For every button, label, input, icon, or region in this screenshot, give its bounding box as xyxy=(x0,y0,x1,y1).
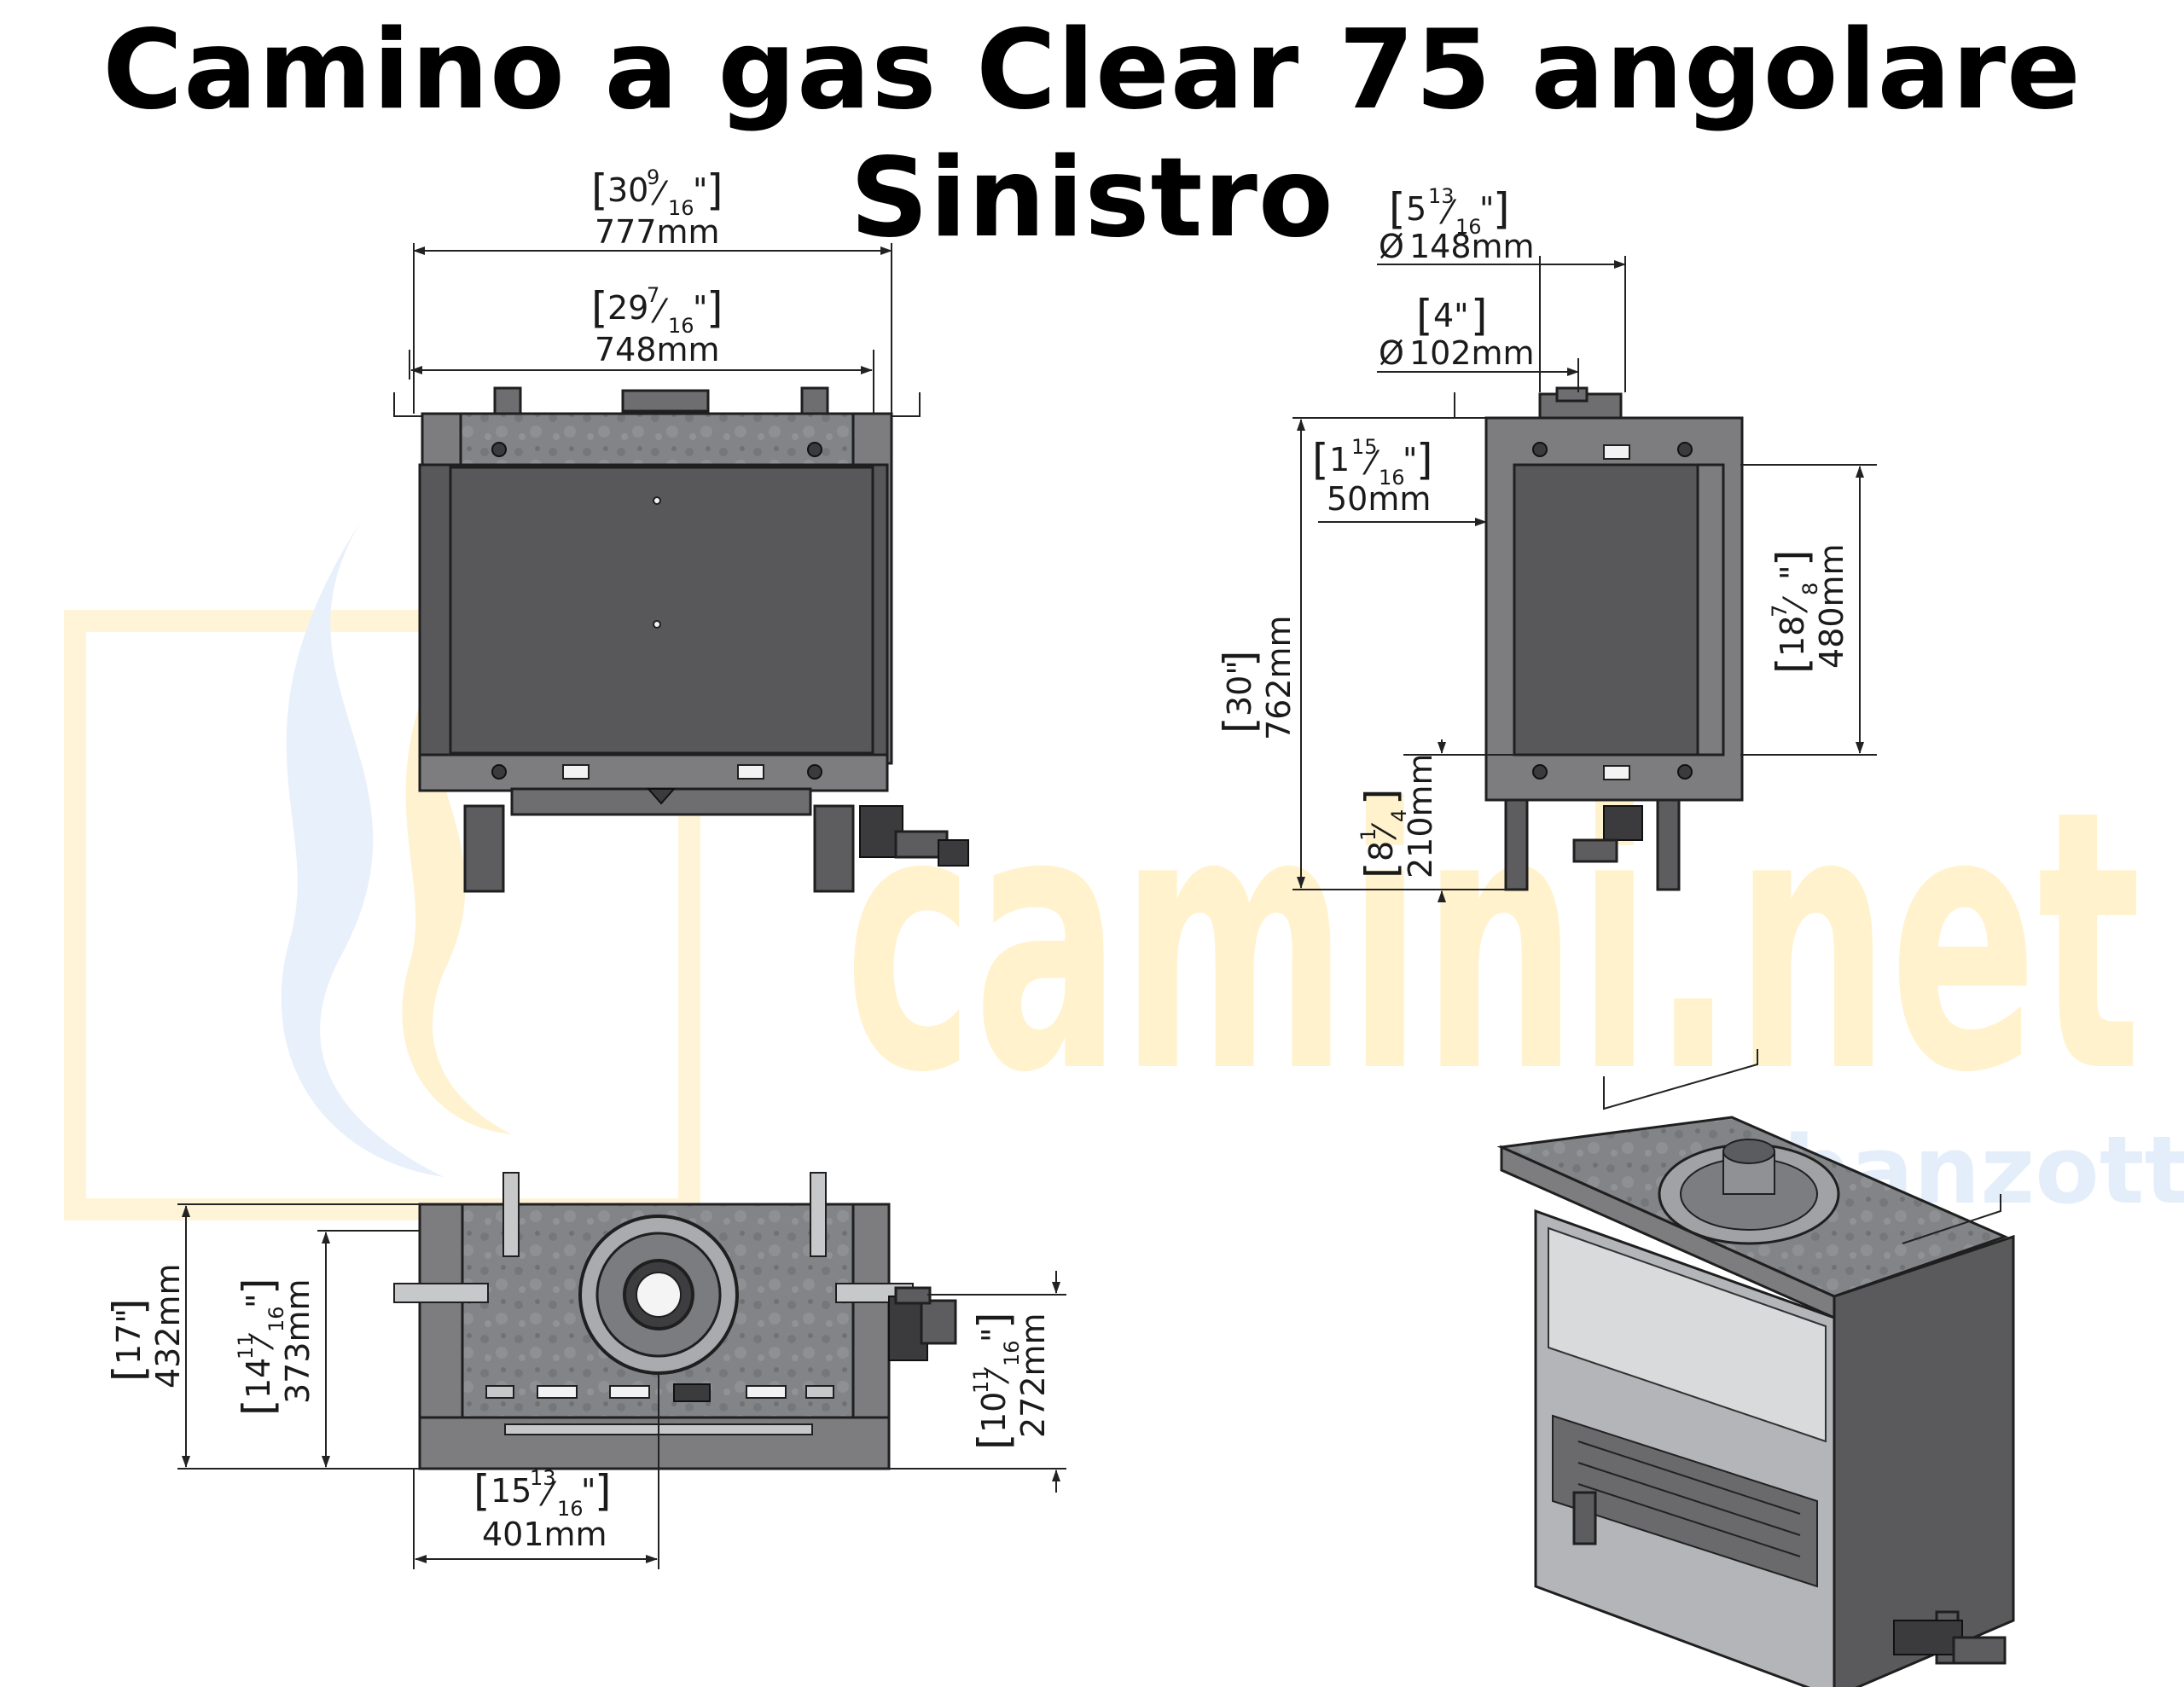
dim-flue-width-den: 16 xyxy=(557,1497,584,1521)
front-view: [ 30 9 ⁄ 16 " ] 777mm [ 29 7 ⁄ 16 " ] 74… xyxy=(393,165,969,893)
dim-glass-width-den: 16 xyxy=(668,314,694,338)
svg-text:]: ] xyxy=(706,165,723,215)
svg-text:[: [ xyxy=(104,1365,154,1382)
dim-depth-mm: 432mm xyxy=(149,1263,187,1388)
dim-glass-height-den: 8 xyxy=(1798,583,1822,595)
dim-base-height-mm: 210mm xyxy=(1402,753,1439,878)
svg-text:[: [ xyxy=(1389,184,1406,234)
dim-glass-width-num: 7 xyxy=(647,283,659,307)
dim-flue-depth-den: 16 xyxy=(1000,1340,1024,1366)
watermark-brand: camini.net xyxy=(845,734,2141,1151)
dim-base-height-inch: 8 xyxy=(1362,841,1400,861)
dim-total-height-mm: 762mm xyxy=(1260,615,1298,740)
dim-base-height-num: 1 xyxy=(1356,828,1380,841)
dim-inner-depth-num: 11 xyxy=(234,1333,258,1359)
page-title: Camino a gas Clear 75 angolare Sinistro xyxy=(102,7,2082,262)
svg-text:[: [ xyxy=(1312,435,1329,484)
dim-total-height-inch: 30" xyxy=(1221,660,1258,716)
dim-flue-outer-den: 16 xyxy=(1455,215,1482,239)
svg-text:[: [ xyxy=(591,165,608,215)
inch-mark: " xyxy=(693,289,707,327)
inch-mark: " xyxy=(1479,190,1494,228)
svg-text:]: ] xyxy=(1215,650,1264,667)
dim-glass-width-inch: 29 xyxy=(607,289,648,327)
dim-flue-offset-den: 16 xyxy=(1379,466,1405,490)
svg-text:]: ] xyxy=(1416,435,1433,484)
inch-mark: " xyxy=(581,1472,595,1510)
dim-flue-depth-mm: 272mm xyxy=(1014,1313,1052,1438)
dim-inner-depth-den: 16 xyxy=(264,1306,288,1332)
diameter-symbol: Ø xyxy=(1379,334,1404,372)
svg-text:[: [ xyxy=(1416,291,1433,340)
svg-text:[: [ xyxy=(591,283,608,333)
inch-mark: " xyxy=(1403,441,1417,478)
dim-glass-width-mm: 748mm xyxy=(595,331,720,368)
dim-flue-outer-mm: 148mm xyxy=(1409,228,1535,265)
svg-text:]: ] xyxy=(234,1278,283,1295)
diameter-symbol: Ø xyxy=(1379,228,1404,265)
dim-flue-depth-num: 11 xyxy=(969,1367,993,1394)
top-view: [ 17" ] 432mm [ 14 11 ⁄ 16 " ] 373mm [ 1… xyxy=(104,1172,1066,1569)
isometric-view xyxy=(1496,1049,2015,1687)
dim-glass-height-inch: 18 xyxy=(1774,616,1811,657)
dim-flue-inner-inch: 4" xyxy=(1433,297,1469,334)
dim-flue-offset-mm: 50mm xyxy=(1327,480,1431,518)
dim-glass-height-mm: 480mm xyxy=(1813,543,1850,669)
dim-flue-outer-inch: 5 xyxy=(1406,190,1426,228)
svg-text:[: [ xyxy=(1215,716,1264,733)
dim-flue-inner-mm: 102mm xyxy=(1409,334,1535,372)
svg-text:]: ] xyxy=(969,1312,1019,1329)
svg-text:]: ] xyxy=(1493,184,1510,234)
dim-overall-width-mm: 777mm xyxy=(595,213,720,251)
side-view: [ 5 13 ⁄ 16 " ] Ø 148mm [ 4" ] Ø 102mm [… xyxy=(1215,184,1877,902)
dim-depth-inch: 17" xyxy=(110,1308,148,1365)
svg-text:]: ] xyxy=(1768,549,1817,566)
svg-text:]: ] xyxy=(104,1298,154,1315)
dim-overall-width-num: 9 xyxy=(647,165,659,189)
dim-flue-offset-inch: 1 xyxy=(1329,441,1350,478)
dim-base-height-den: 4 xyxy=(1387,809,1411,822)
dim-overall-width-den: 16 xyxy=(668,196,694,220)
svg-text:]: ] xyxy=(1471,291,1488,340)
svg-text:[: [ xyxy=(1768,657,1817,674)
dim-flue-width-inch: 15 xyxy=(491,1472,531,1510)
svg-text:]: ] xyxy=(595,1466,612,1516)
svg-text:]: ] xyxy=(706,283,723,333)
svg-text:]: ] xyxy=(1356,788,1406,805)
svg-text:[: [ xyxy=(1356,861,1406,878)
dim-overall-width-inch: 30 xyxy=(607,171,648,209)
dim-flue-width-num: 13 xyxy=(530,1466,556,1490)
inch-mark: " xyxy=(975,1328,1013,1342)
dim-flue-offset-num: 15 xyxy=(1351,435,1378,459)
dim-inner-depth-inch: 14 xyxy=(240,1358,277,1399)
inch-mark: " xyxy=(240,1294,277,1308)
svg-text:[: [ xyxy=(969,1433,1019,1450)
dim-flue-outer-num: 13 xyxy=(1428,184,1455,208)
svg-text:[: [ xyxy=(234,1399,283,1416)
dim-flue-depth-inch: 10 xyxy=(975,1392,1013,1433)
watermark: camini.net banzotti xyxy=(64,512,2184,1225)
dim-glass-height-num: 7 xyxy=(1768,605,1792,617)
dim-flue-width-mm: 401mm xyxy=(482,1516,607,1553)
inch-mark: " xyxy=(1774,565,1811,580)
inch-mark: " xyxy=(693,171,707,209)
dim-inner-depth-mm: 373mm xyxy=(279,1278,317,1404)
svg-text:[: [ xyxy=(473,1466,491,1516)
